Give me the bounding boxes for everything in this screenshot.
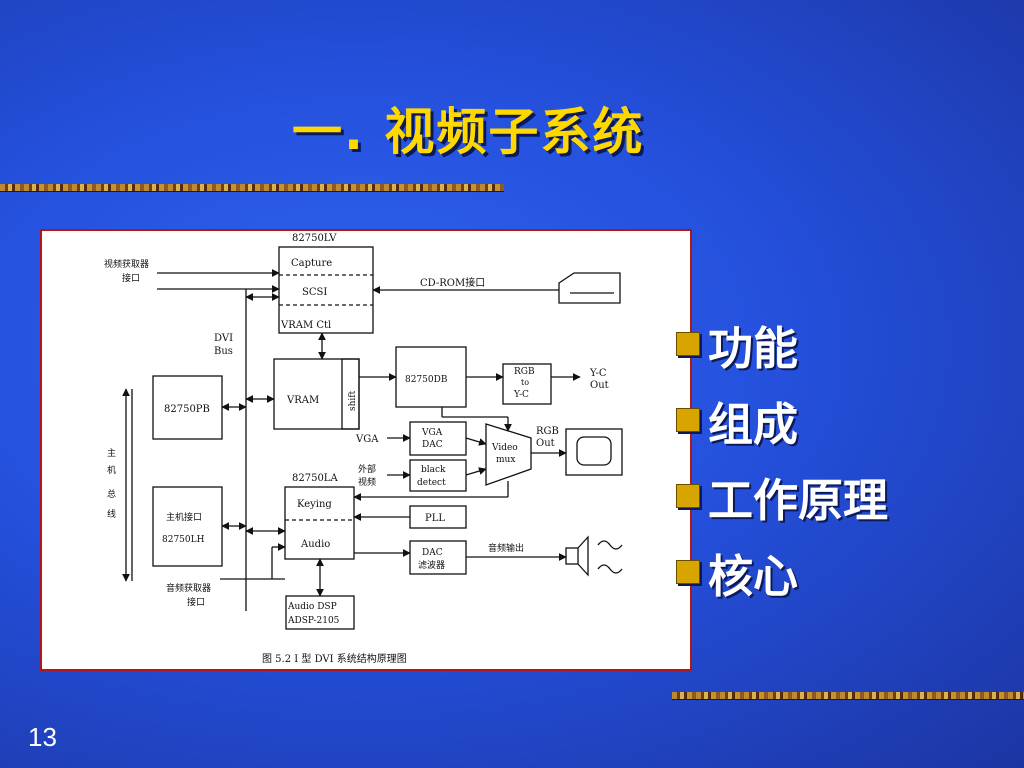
square-bullet-icon — [676, 484, 700, 508]
rgb-out-label-2: Out — [536, 438, 555, 449]
host-interface-label-2: 82750LH — [162, 535, 205, 545]
rgb-yc-label-2: to — [521, 378, 529, 387]
video-mux-label-1: Video — [491, 443, 518, 453]
bullet-item: 核心 — [676, 534, 888, 610]
vga-dac-block — [409, 421, 467, 456]
video-mux-label-2: mux — [496, 455, 515, 465]
monitor-device — [565, 428, 623, 476]
dvi-bus-label-2: Bus — [214, 346, 233, 357]
audio-acq-label-1: 音频获取器 — [166, 582, 211, 594]
host-bus-label-2: 机 — [107, 464, 116, 476]
lv-label: 82750LV — [292, 233, 337, 244]
dac-label-2: 滤波器 — [418, 559, 445, 571]
video-acq-label-2: 接口 — [122, 272, 140, 284]
vram-ctl-label: VRAM Ctl — [280, 320, 331, 331]
square-bullet-icon — [676, 408, 700, 432]
host-bus-label-3: 总 — [107, 488, 116, 500]
host-interface-block — [152, 486, 223, 567]
host-bus-label-4: 线 — [107, 508, 116, 520]
bullet-list: 功能 组成 工作原理 核心 — [676, 306, 888, 610]
square-bullet-icon — [676, 560, 700, 584]
black-detect-label-2: detect — [417, 478, 446, 488]
bullet-item: 组成 — [676, 382, 888, 458]
pll-label: PLL — [425, 513, 445, 524]
vga-input-label: VGA — [355, 434, 379, 445]
keying-label: Keying — [297, 499, 332, 510]
dvi-block-diagram: 82750LV Capture SCSI VRAM Ctl 视频获取器 接口 C… — [104, 233, 623, 665]
shift-label: shift — [348, 390, 358, 411]
video-mux — [485, 423, 532, 486]
la-label: 82750LA — [292, 473, 338, 484]
ext-video-label-2: 视频 — [358, 476, 376, 488]
bullet-item: 工作原理 — [676, 458, 888, 534]
page-number: 13 — [28, 722, 57, 752]
capture-label: Capture — [291, 258, 332, 269]
cdrom-label: CD-ROM接口 — [420, 276, 485, 289]
vga-dac-label-1: VGA — [421, 428, 443, 438]
cdrom-device — [558, 272, 621, 304]
audio-out-label: 音频输出 — [488, 542, 524, 554]
decorative-stripe-bottom — [672, 692, 1024, 699]
vga-dac-label-2: DAC — [422, 440, 443, 450]
dac-label-1: DAC — [422, 548, 443, 558]
speaker-device — [565, 547, 579, 565]
yc-out-label-2: Out — [590, 380, 609, 391]
bullet-text: 组成 — [708, 397, 799, 451]
ext-video-label-1: 外部 — [358, 463, 376, 475]
video-acq-label-1: 视频获取器 — [104, 258, 149, 270]
slide-title: 一. 视频子系统 — [292, 103, 645, 161]
host-interface-label-1: 主机接口 — [166, 511, 202, 523]
scsi-label: SCSI — [302, 287, 327, 298]
vram-block — [273, 358, 360, 430]
rgb-out-label-1: RGB — [536, 426, 559, 437]
dvi-bus-label-1: DVI — [214, 333, 233, 344]
diagram-panel: 82750LV Capture SCSI VRAM Ctl 视频获取器 接口 C… — [40, 229, 692, 671]
dsp-label-1: Audio DSP — [287, 602, 337, 612]
pb-label: 82750PB — [164, 404, 210, 415]
dsp-label-2: ADSP-2105 — [287, 616, 340, 626]
black-detect-label-1: black — [421, 465, 446, 475]
yc-out-label-1: Y-C — [589, 368, 607, 379]
diagram-caption: 图 5.2 Ⅰ 型 DVI 系统结构原理图 — [262, 652, 407, 665]
bullet-text: 核心 — [708, 549, 799, 603]
host-bus-label-1: 主 — [107, 447, 116, 459]
bullet-item: 功能 — [676, 306, 888, 382]
rgb-yc-label-1: RGB — [514, 367, 535, 377]
rgb-yc-label-3: Y-C — [513, 390, 529, 400]
square-bullet-icon — [676, 332, 700, 356]
db-label: 82750DB — [405, 375, 448, 385]
vram-label: VRAM — [286, 395, 319, 406]
audio-label: Audio — [300, 539, 330, 550]
rgb-yc-block — [502, 363, 552, 405]
audio-acq-label-2: 接口 — [187, 596, 205, 608]
bullet-text: 功能 — [708, 321, 799, 375]
decorative-stripe-top — [0, 184, 504, 191]
bullet-text: 工作原理 — [708, 473, 889, 527]
